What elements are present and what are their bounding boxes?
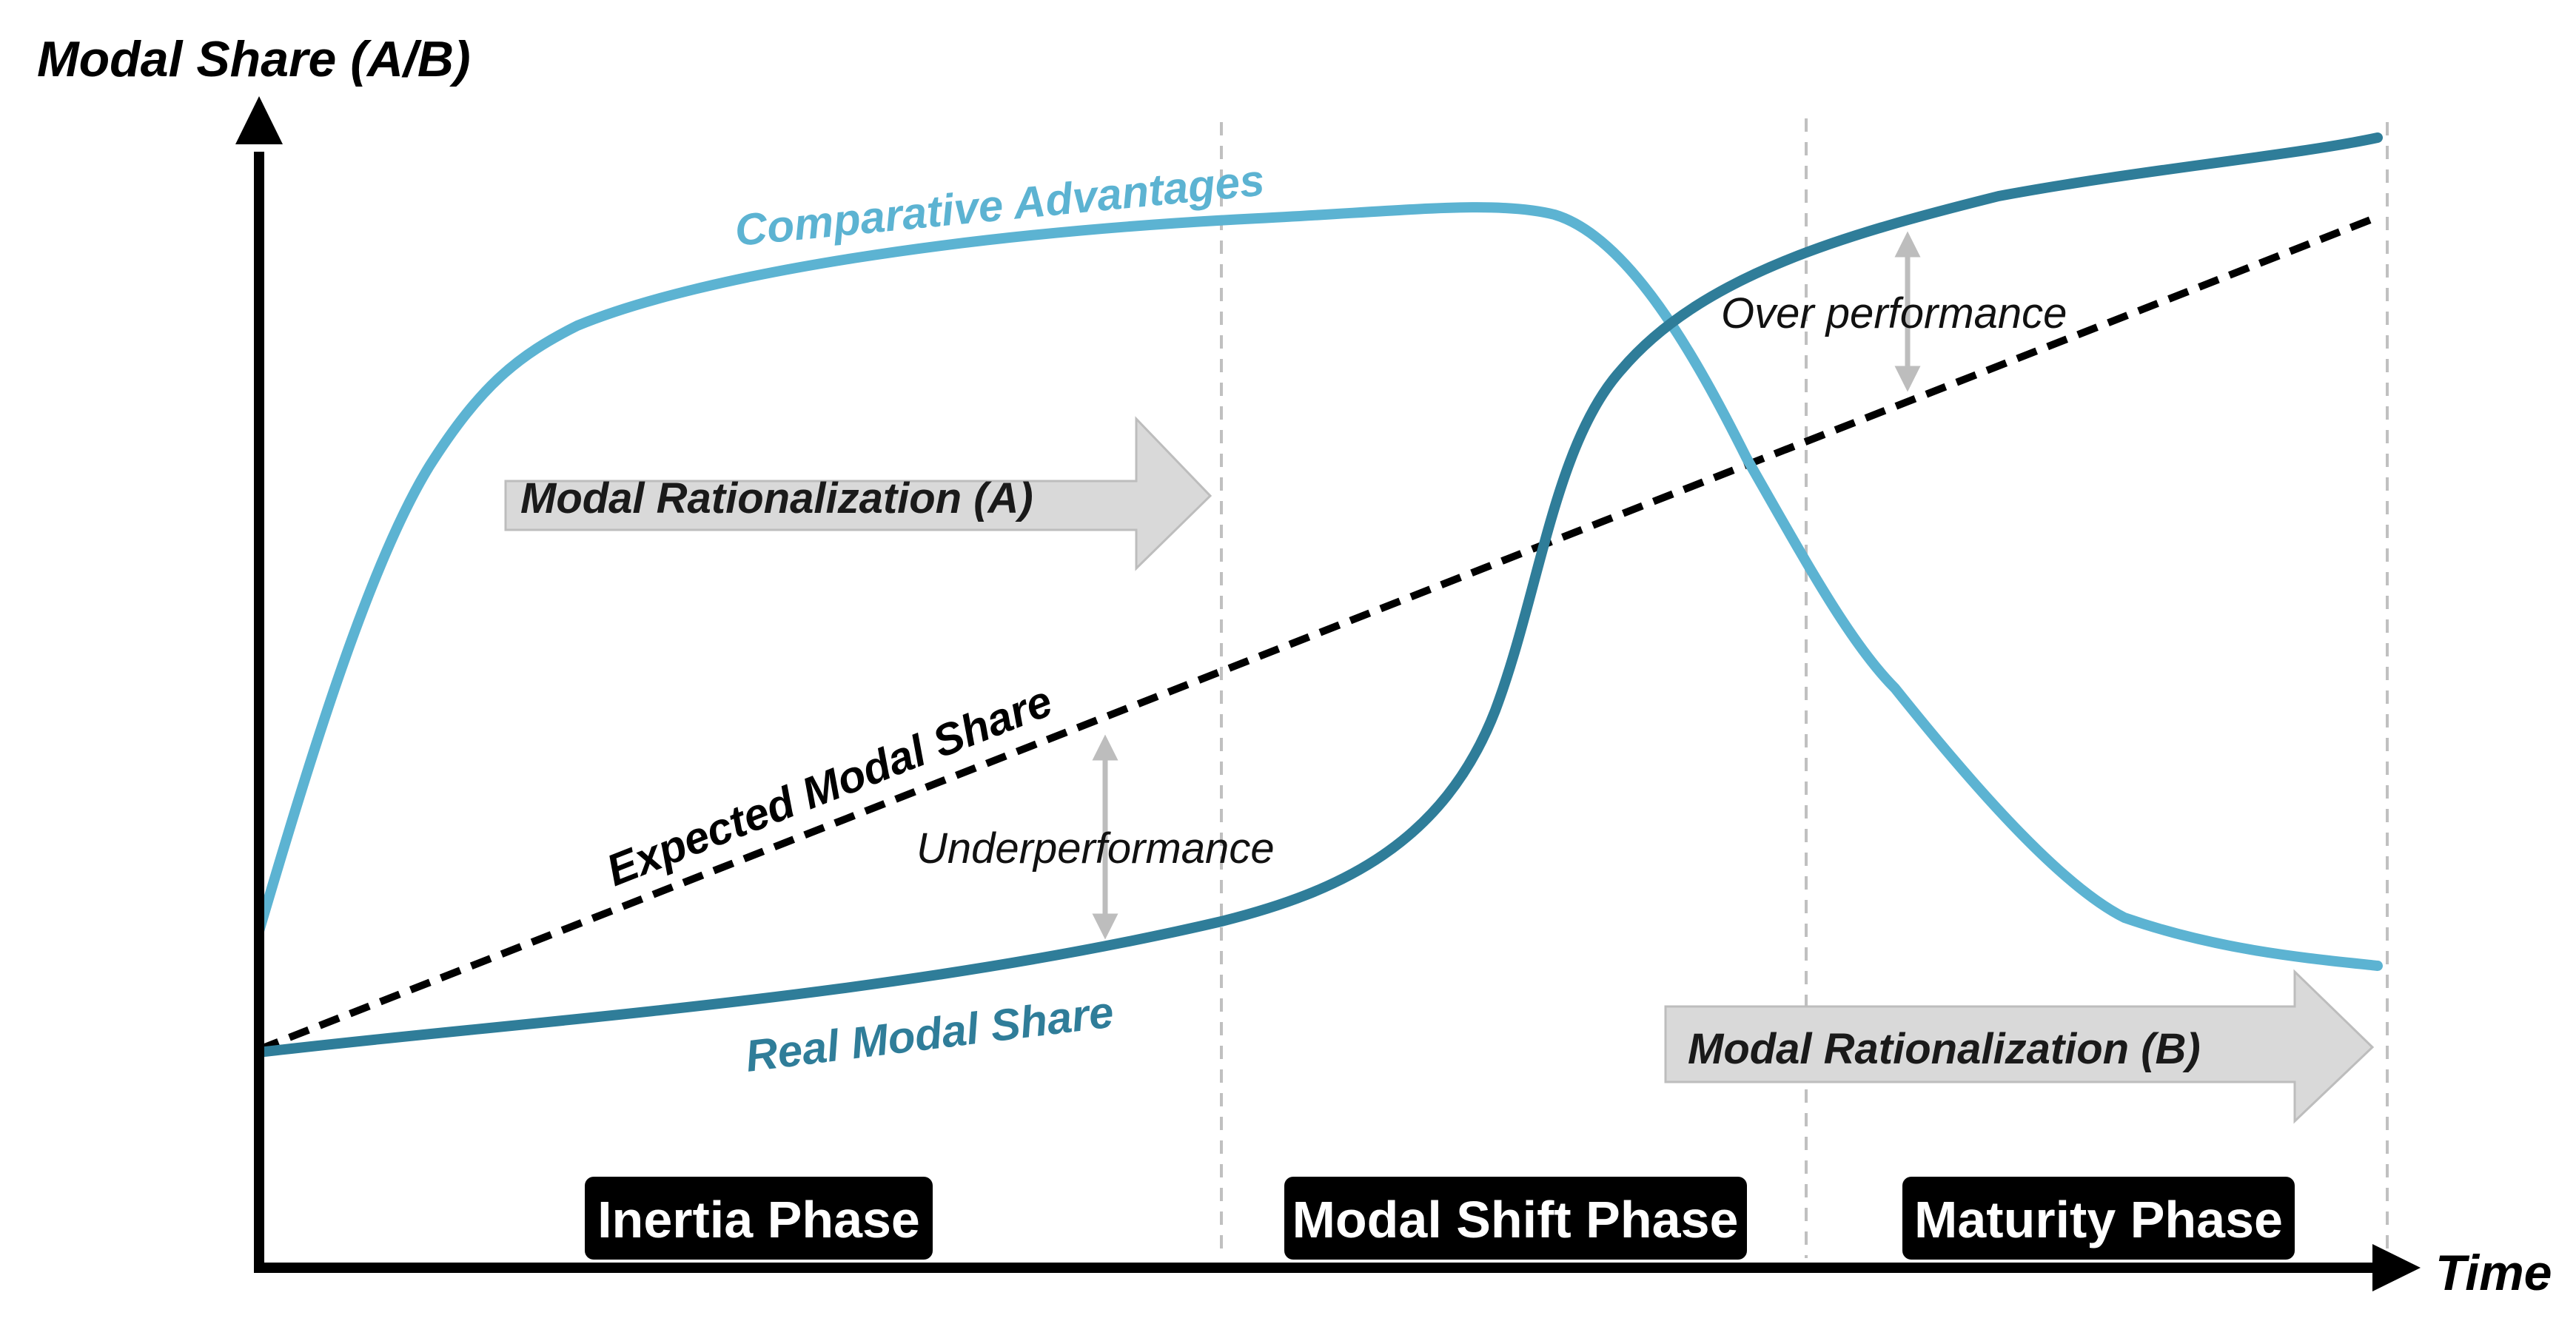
phase-maturity: Maturity Phase (1902, 1177, 2295, 1260)
x-axis (254, 1244, 2421, 1291)
y-axis-label: Modal Share (A/B) (37, 31, 471, 87)
expected-modal-share-line (258, 212, 2381, 1053)
real-modal-share-curve (254, 132, 2383, 1058)
x-axis-label: Time (2435, 1245, 2552, 1301)
phase-maturity-label: Maturity Phase (1914, 1191, 2283, 1248)
y-axis (235, 96, 283, 1273)
comparative-advantages-curve (254, 202, 2383, 971)
modal-rationalization-b-label: Modal Rationalization (B) (1688, 1025, 2201, 1073)
modal-rationalization-a-label: Modal Rationalization (A) (520, 474, 1033, 522)
phase-inertia-label: Inertia Phase (597, 1191, 920, 1248)
underperformance-label: Underperformance (916, 824, 1275, 873)
phase-inertia: Inertia Phase (585, 1177, 933, 1260)
phase-modal-shift: Modal Shift Phase (1284, 1177, 1747, 1260)
phase-modal-shift-label: Modal Shift Phase (1292, 1191, 1739, 1248)
modal-rationalization-b-arrow: Modal Rationalization (B) (1664, 969, 2375, 1124)
over-performance-label: Over performance (1721, 289, 2067, 337)
modal-rationalization-a-arrow: Modal Rationalization (A) (504, 416, 1212, 571)
real-modal-share-label: Real Modal Share (742, 987, 1116, 1080)
